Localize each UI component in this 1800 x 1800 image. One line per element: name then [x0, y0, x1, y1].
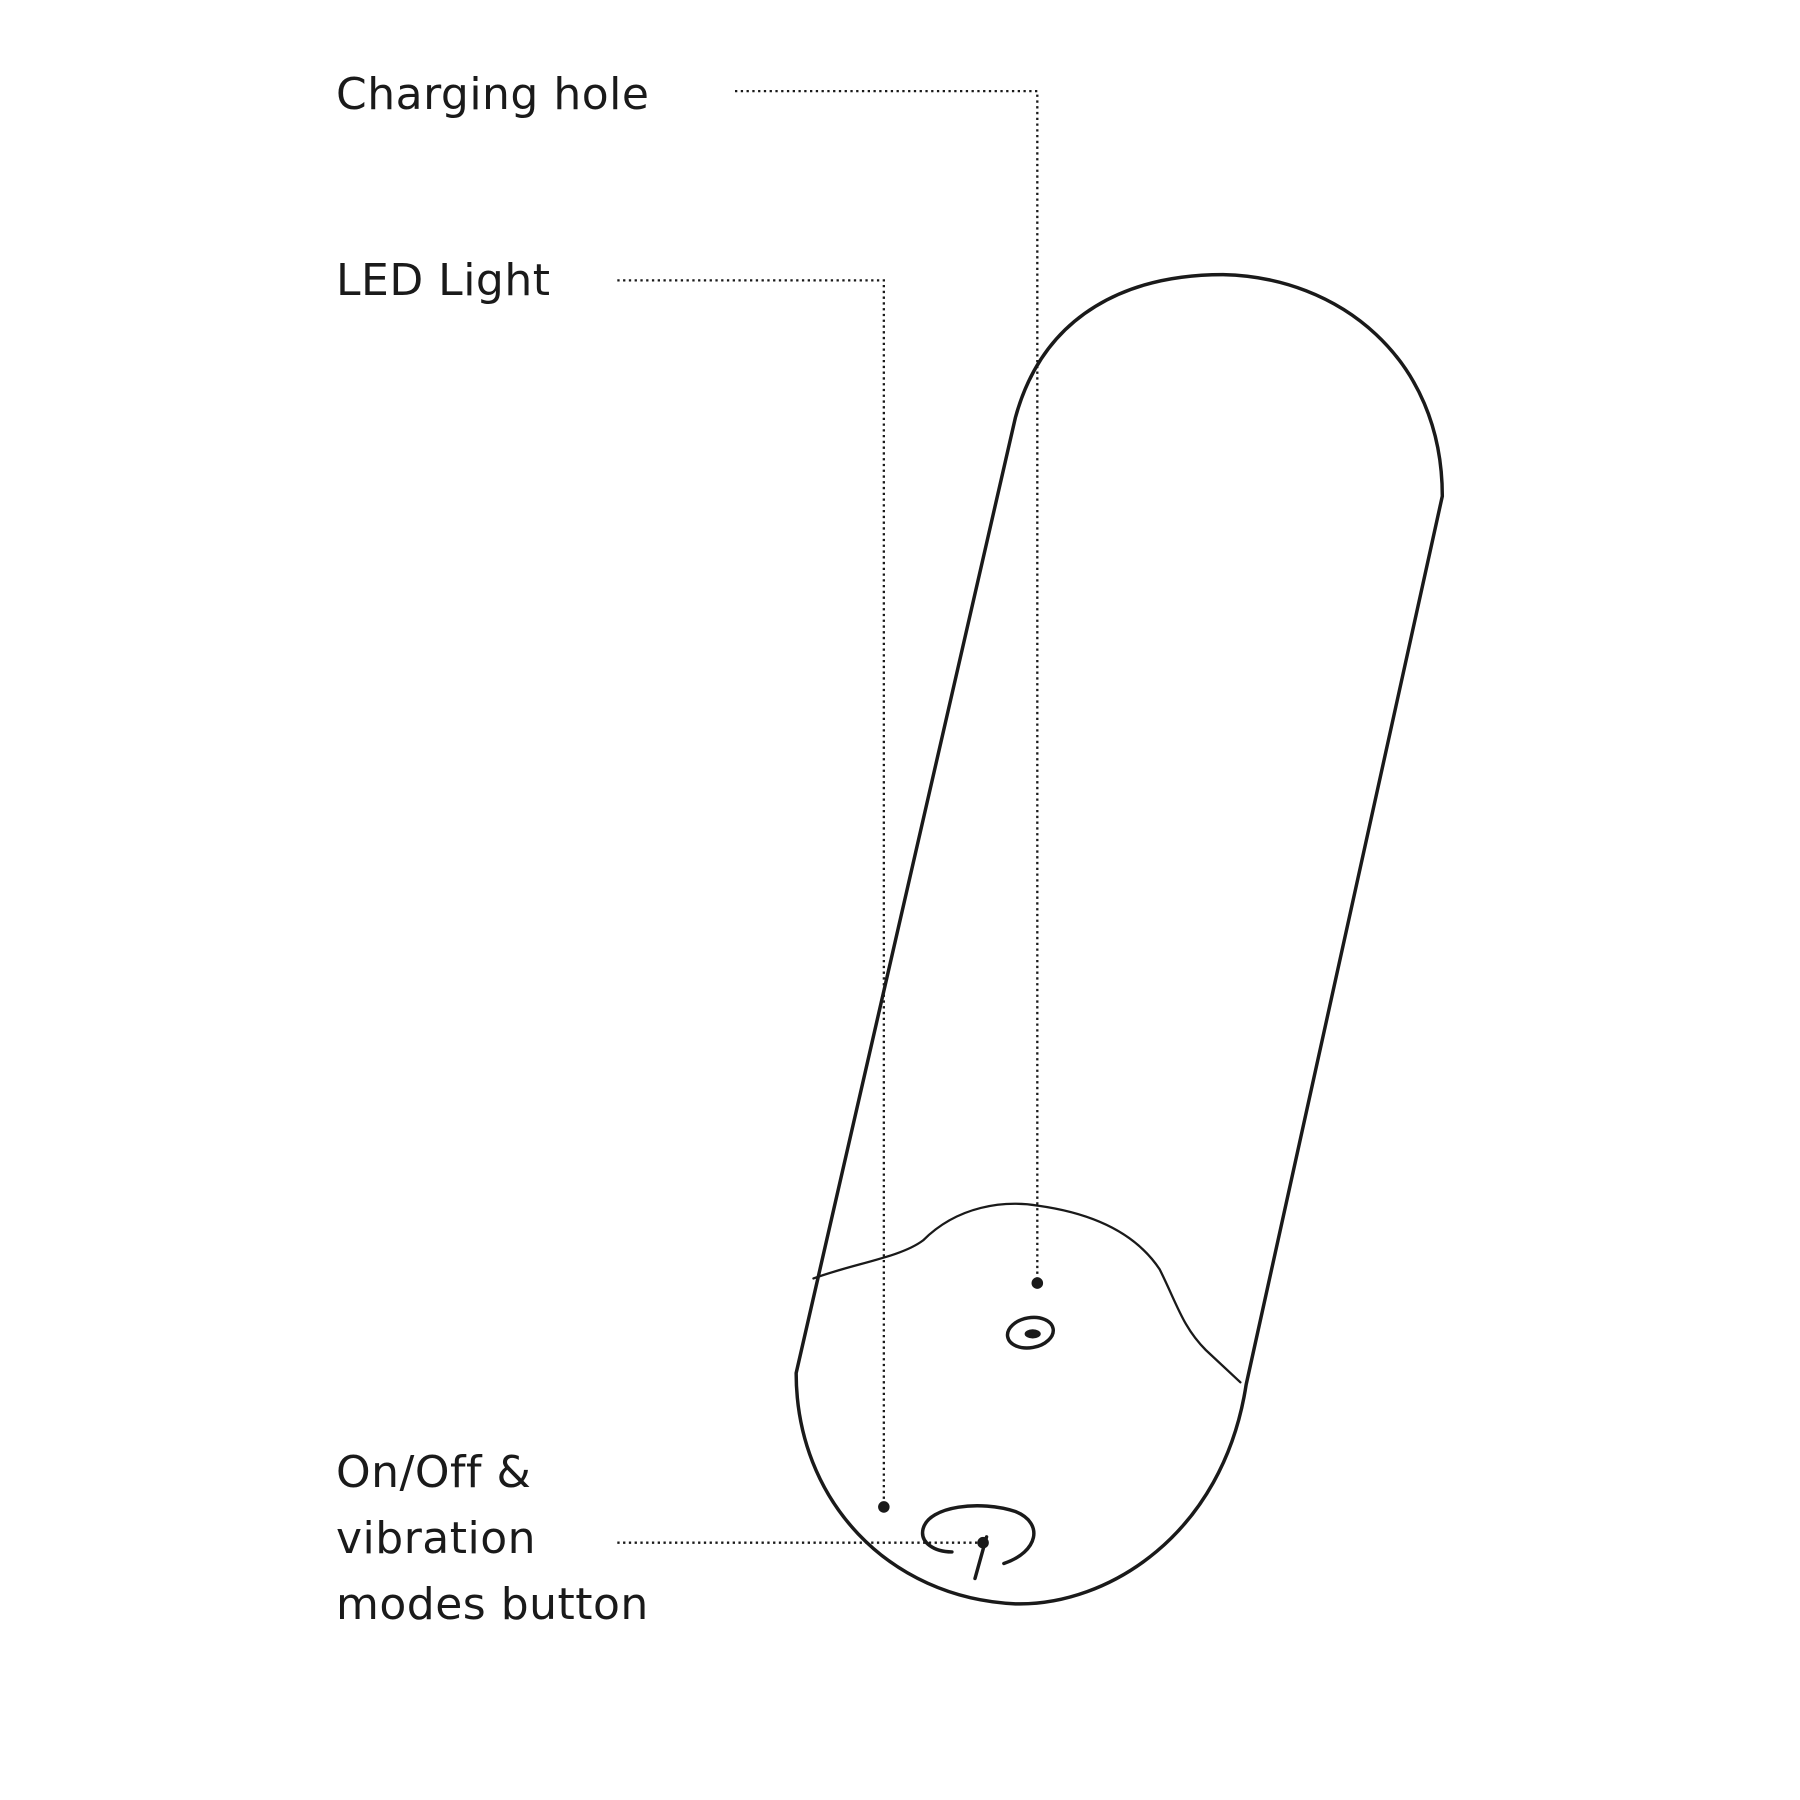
label-button: On/Off & vibration modes button: [336, 1440, 649, 1638]
device-outline: [794, 272, 1445, 1606]
device-cap-seam: [812, 1202, 1242, 1384]
label-button-line1: On/Off &: [336, 1447, 532, 1498]
button-marker: [977, 1536, 989, 1549]
power-button-icon: [920, 1504, 1036, 1566]
led-light-marker: [878, 1501, 890, 1513]
label-led-light: LED Light: [336, 255, 551, 306]
led-light-leader: [617, 279, 885, 1506]
label-button-line3: modes button: [336, 1579, 649, 1630]
charging-hole-marker: [1031, 1277, 1044, 1289]
label-charging-hole: Charging hole: [336, 69, 650, 120]
charging-hole-leader: [734, 89, 1039, 1281]
label-button-line2: vibration: [336, 1513, 537, 1564]
charging-hole: [1005, 1315, 1055, 1350]
